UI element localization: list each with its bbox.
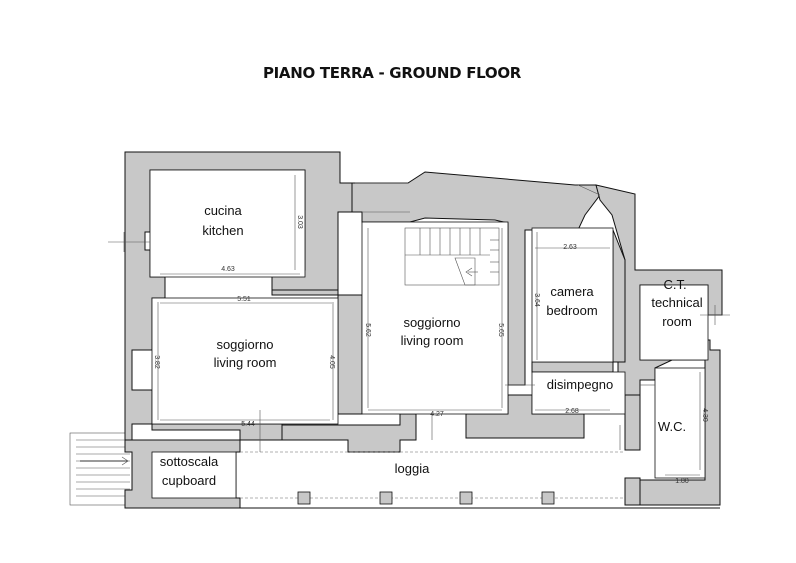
dim-living-left-bottom: 5.44 [241,421,255,428]
label-technical: technical [651,295,702,310]
dim-living-center-right: 5.65 [497,323,504,337]
dim-kitchen-width: 4.63 [221,266,235,273]
dimension-labels: 4.63 3.03 5.51 3.82 4.05 5.44 5.62 5.65 … [153,215,708,485]
label-soggiorno-center: soggiorno [403,315,460,330]
dim-wc-height: 4.30 [701,408,708,422]
label-soggiorno-left: soggiorno [216,337,273,352]
label-cucina: cucina [204,203,242,218]
label-living-room-center: living room [401,333,464,348]
dim-kitchen-height: 3.03 [296,215,303,229]
label-camera: camera [550,284,594,299]
interior-stair [404,227,500,286]
label-cupboard: cupboard [162,473,216,488]
label-wc: W.C. [658,419,686,434]
label-loggia: loggia [395,461,430,476]
dim-bedroom-width: 2.63 [563,244,577,251]
dim-bedroom-height: 3.64 [533,293,540,307]
dim-living-center-bottom: 4.27 [430,411,444,418]
label-bedroom: bedroom [546,303,597,318]
label-room: room [662,314,692,329]
openings [108,182,730,452]
dim-living-center-left: 5.62 [364,323,371,337]
label-living-room-left: living room [214,355,277,370]
dim-living-left-height-a: 3.82 [153,355,160,369]
dim-wc-width: 1.80 [675,478,689,485]
room-interiors [149,169,709,499]
dim-hall-width: 2.68 [565,408,579,415]
loggia-area [125,451,720,509]
dim-living-left-height-b: 4.05 [328,355,335,369]
dim-living-left-width: 5.51 [237,296,251,303]
room-labels: cucina kitchen soggiorno living room sog… [160,203,703,488]
label-disimpegno: disimpegno [547,377,614,392]
label-ct: C.T. [663,277,686,292]
plan-title: PIANO TERRA - GROUND FLOOR [263,64,522,82]
exterior-stair [69,432,133,506]
label-sottoscala: sottoscala [160,454,219,469]
dimension-lines [157,175,701,476]
label-kitchen: kitchen [202,223,243,238]
